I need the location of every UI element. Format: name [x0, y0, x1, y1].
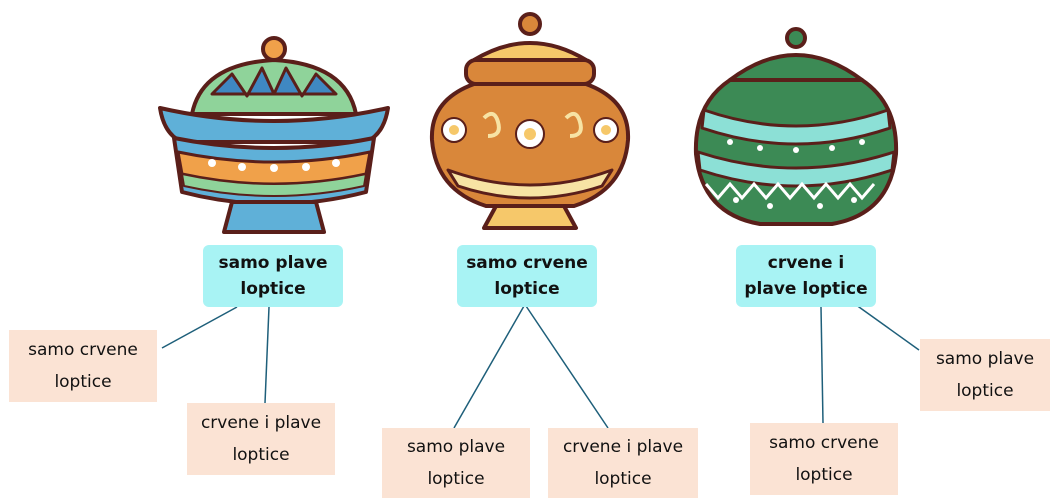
connector-line	[162, 307, 237, 348]
option-card[interactable]: crvene i plave loptice	[548, 428, 698, 498]
option-card[interactable]: samo plave loptice	[920, 339, 1050, 411]
jar-label-3: crvene i plave loptice	[736, 245, 876, 307]
option-card[interactable]: samo crvene loptice	[750, 423, 898, 495]
option-card[interactable]: crvene i plave loptice	[187, 403, 335, 475]
option-card[interactable]: samo crvene loptice	[9, 330, 157, 402]
jar-label-2: samo crvene loptice	[457, 245, 597, 307]
connector-line	[526, 306, 608, 428]
connector-line	[821, 307, 823, 423]
jar-label-1: samo plave loptice	[203, 245, 343, 307]
connector-line	[265, 307, 269, 403]
option-card[interactable]: samo plave loptice	[382, 428, 530, 498]
connector-line	[454, 306, 524, 428]
